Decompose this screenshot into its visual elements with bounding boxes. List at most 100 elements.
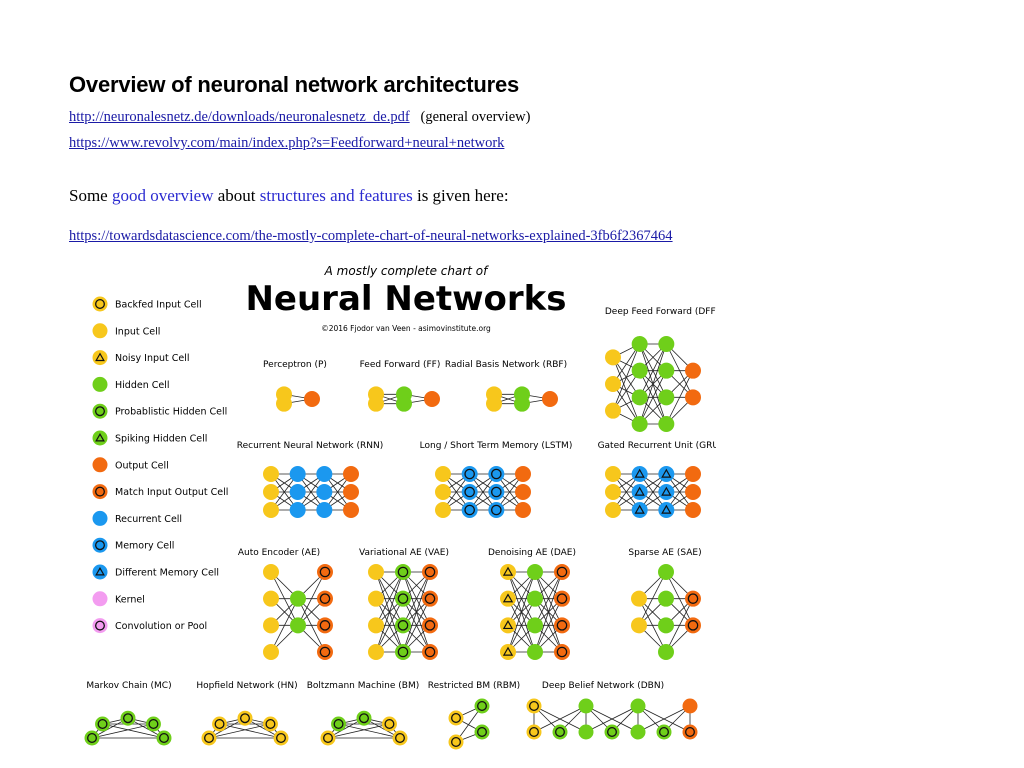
network-cell [685, 502, 701, 518]
network-cell [262, 716, 278, 732]
partial-graph [448, 698, 490, 750]
network-cell [368, 395, 384, 412]
network-label-deep-feed-forward-dff: Deep Feed Forward (DFF) [605, 307, 716, 317]
network-edge [534, 571, 563, 653]
network-edge [534, 571, 563, 626]
network-cell [578, 698, 594, 714]
network-cell [368, 644, 384, 660]
network-edge [534, 598, 563, 653]
network-edge [507, 571, 536, 653]
network-cell [658, 644, 674, 660]
network-cell [631, 502, 648, 518]
network-edge [612, 370, 640, 411]
network-cell [658, 484, 675, 500]
network-label-markov-chain-mc: Markov Chain (MC) [86, 681, 171, 691]
network-edge [639, 370, 667, 425]
network-cell [500, 564, 516, 580]
partial-graph [84, 710, 172, 746]
structures-features-link[interactable]: structures and features [259, 186, 413, 205]
network-cell [290, 617, 306, 634]
legend-swatch-noisy-input-cell [92, 350, 108, 366]
good-overview-link[interactable]: good overview [111, 186, 214, 205]
network-cell [631, 466, 648, 482]
network-cell [368, 617, 384, 634]
network-cell [500, 644, 516, 660]
legend-label-noisy-input-cell: Noisy Input Cell [115, 353, 190, 364]
network-cell [317, 644, 333, 660]
network-recurrent-neural-network-rnn: Recurrent Neural Network (RNN) [237, 441, 383, 518]
network-cell [273, 730, 289, 746]
neural-networks-chart: A mostly complete chart of Neural Networ… [84, 264, 716, 750]
network-edge [270, 598, 299, 653]
network-cell [578, 724, 594, 740]
network-cell [552, 724, 568, 740]
network-cell [448, 734, 464, 750]
network-cell [630, 698, 646, 714]
network-cell [448, 710, 464, 726]
network-cell [658, 389, 675, 406]
sentence-text-1: Some [69, 186, 112, 205]
network-cell [461, 484, 478, 500]
revolvy-link[interactable]: https://www.revolvy.com/main/index.php?s… [69, 135, 505, 151]
legend-label-memory-cell: Memory Cell [115, 541, 174, 552]
network-label-hopfield-network-hn: Hopfield Network (HN) [196, 681, 297, 691]
network-markov-chain-mc: Markov Chain (MC) [86, 681, 171, 691]
network-cell [514, 395, 530, 412]
network-cell [263, 502, 279, 518]
partial-graph [320, 710, 408, 746]
legend-swatch-different-memory-cell [92, 564, 108, 580]
network-cell [554, 590, 570, 607]
network-variational-ae-vae: Variational AE (VAE) [359, 548, 449, 660]
network-long-short-term-memory-lstm: Long / Short Term Memory (LSTM) [420, 441, 572, 518]
network-label-boltzmann-machine-bm: Boltzmann Machine (BM) [307, 681, 419, 691]
network-label-recurrent-neural-network-rnn: Recurrent Neural Network (RNN) [237, 441, 383, 451]
network-cell [84, 730, 100, 746]
network-cell [145, 716, 161, 732]
network-cell [658, 362, 675, 379]
partial-graph [201, 710, 289, 746]
network-cell [435, 466, 451, 482]
network-cell [263, 466, 279, 482]
network-cell [685, 466, 701, 482]
network-cell [488, 466, 505, 482]
network-cell [331, 716, 347, 732]
network-deep-belief-network-dbn: Deep Belief Network (DBN) [542, 681, 664, 691]
network-cell [435, 502, 451, 518]
network-cell [515, 466, 531, 482]
network-cell [396, 395, 412, 412]
network-cell [320, 730, 336, 746]
network-cell [316, 502, 333, 518]
network-cell [605, 484, 621, 500]
network-cell [424, 391, 440, 407]
network-edge [639, 343, 667, 398]
network-boltzmann-machine-bm: Boltzmann Machine (BM) [307, 681, 419, 691]
sentence-text-2: about [213, 186, 260, 205]
network-cell [290, 590, 306, 607]
towardsdatascience-link[interactable]: https://towardsdatascience.com/the-mostl… [69, 228, 673, 244]
network-cell [343, 502, 359, 518]
link-line-3: https://towardsdatascience.com/the-mostl… [69, 228, 673, 245]
network-cell [605, 349, 621, 366]
network-label-deep-belief-network-dbn: Deep Belief Network (DBN) [542, 681, 664, 691]
network-cell [488, 502, 505, 518]
network-cell [658, 466, 675, 482]
network-label-gated-recurrent-unit-gru: Gated Recurrent Unit (GRU) [598, 441, 716, 451]
network-cell [368, 564, 384, 580]
network-cell [435, 484, 451, 500]
legend-swatch-backfed-input-cell [92, 296, 108, 312]
network-cell [527, 617, 543, 634]
network-feed-forward-ff: Feed Forward (FF) [360, 360, 440, 412]
network-restricted-bm-rbm: Restricted BM (RBM) [428, 681, 520, 691]
neuronalesnetz-link[interactable]: http://neuronalesnetz.de/downloads/neuro… [69, 109, 410, 125]
network-cell [156, 730, 172, 746]
network-cell [658, 617, 674, 634]
network-cell [316, 466, 333, 482]
partial-graph [526, 698, 698, 740]
legend-label-match-input-output-cell: Match Input Output Cell [115, 487, 228, 498]
network-cell [605, 402, 621, 419]
network-edge [375, 571, 404, 626]
network-cell [630, 724, 646, 740]
legend-swatch-output-cell [92, 457, 108, 473]
network-cell [527, 590, 543, 607]
legend-swatch-hidden-cell [92, 376, 108, 392]
